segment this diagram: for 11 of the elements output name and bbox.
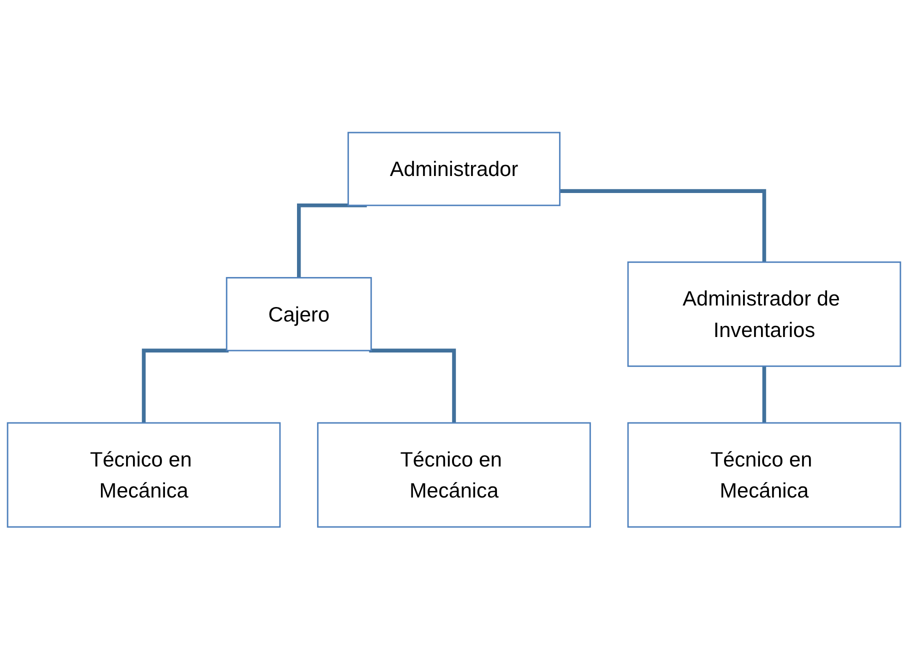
node-box: Administrador de Inventarios [627, 261, 902, 367]
connector [142, 348, 229, 423]
node-box: Técnico en Mecánica [317, 422, 591, 528]
node-box: Técnico en Mecánica [6, 422, 281, 528]
connector [369, 348, 456, 423]
connector [762, 364, 766, 423]
node-box: Técnico en Mecánica [627, 422, 902, 528]
node-box: Administrador [348, 132, 560, 206]
connector [560, 188, 766, 262]
node-box: Cajero [226, 276, 372, 352]
connector [297, 203, 367, 278]
